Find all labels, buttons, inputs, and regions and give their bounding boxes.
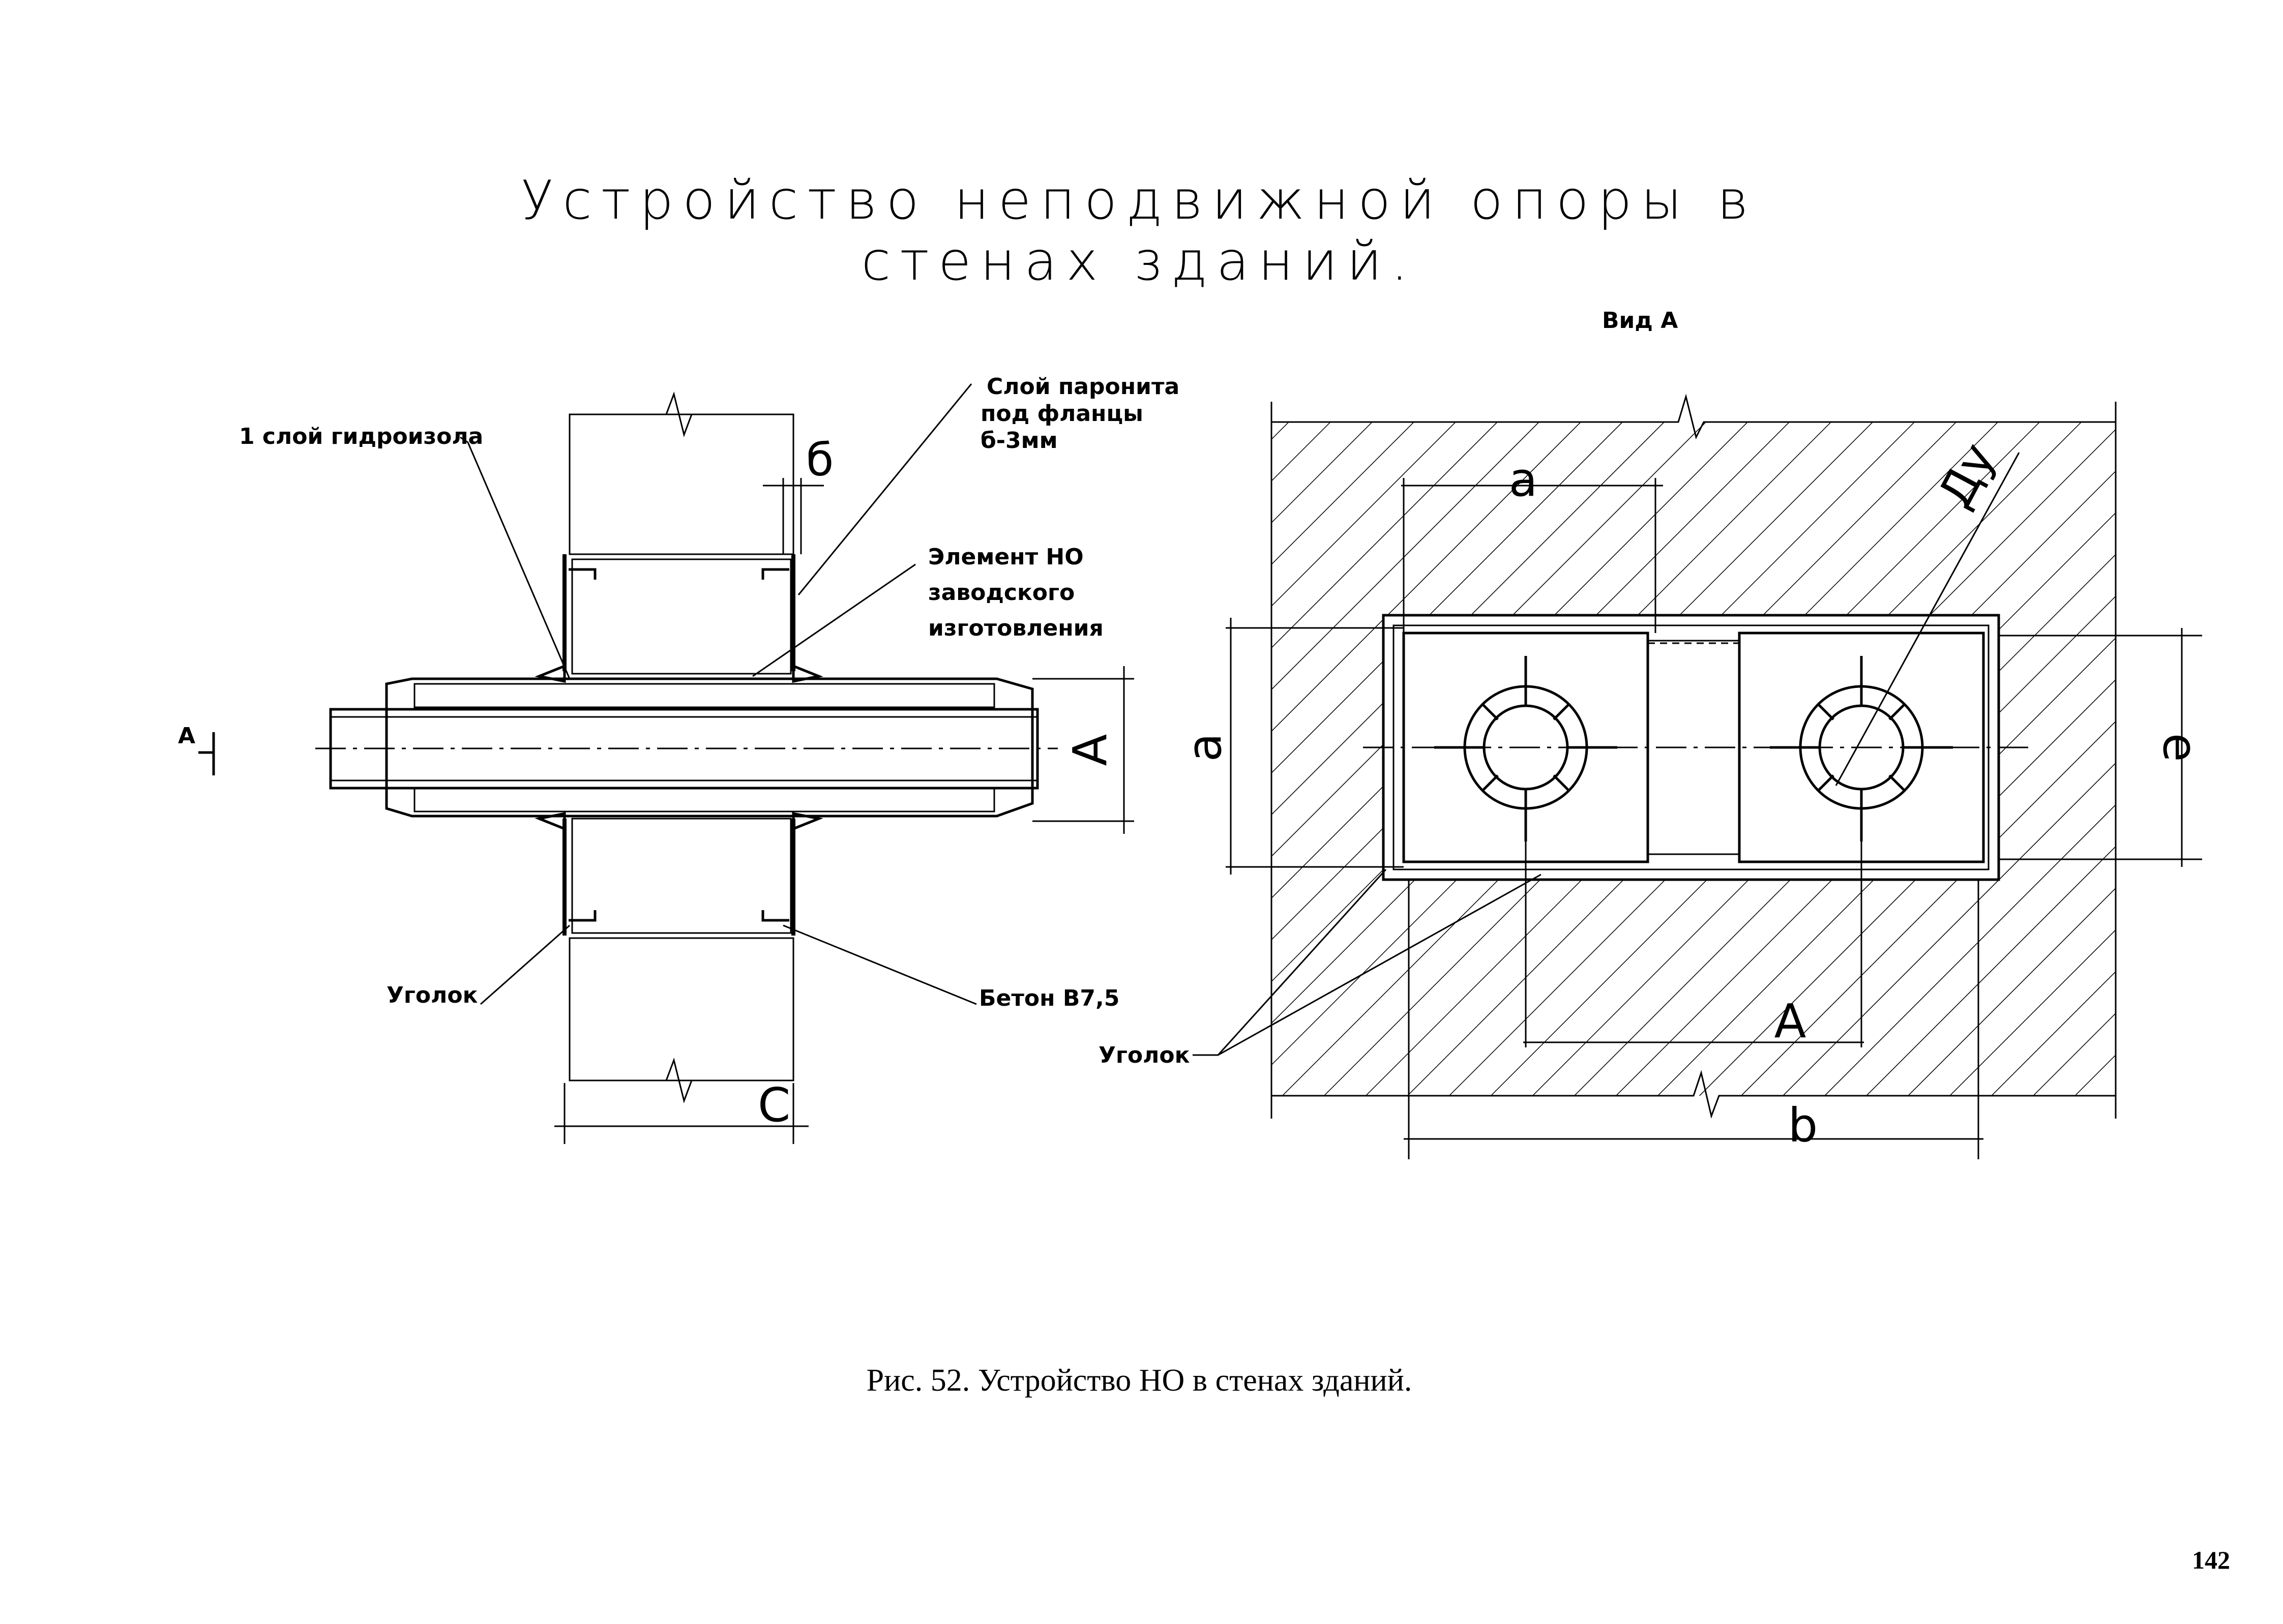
label-concrete: Бетон В7,5 <box>979 985 1119 1011</box>
angle-flange <box>761 910 789 922</box>
dim-line-a-top <box>1401 478 1663 633</box>
wall-break-top <box>570 391 793 438</box>
wall-break-bottom-right <box>1271 1070 2116 1119</box>
leader-concrete <box>783 924 977 1005</box>
section-mark-arrow <box>198 732 215 775</box>
wall-lower <box>569 937 794 1081</box>
label-angle-right: Уголок <box>1099 1042 1190 1068</box>
label-angle-left: Уголок <box>387 982 478 1008</box>
view-a: Вид А <box>1099 308 2207 1159</box>
concrete-lower <box>571 818 792 934</box>
dim-C-label: С <box>758 1078 790 1132</box>
leader-angle <box>480 924 570 1005</box>
dim-line-du <box>1835 452 2020 786</box>
page-title-line2: стенах зданий. <box>861 230 1417 292</box>
pipe-left <box>1434 656 1617 841</box>
wall-upper <box>569 413 794 555</box>
dim-a-left-label: а <box>1177 733 1232 762</box>
dim-line-b <box>763 478 824 554</box>
dim-b-label: б <box>806 434 834 486</box>
dim-line-e <box>1999 628 2202 867</box>
pipe-right <box>1770 656 1953 841</box>
label-element-3: изготовления <box>928 615 1104 641</box>
wall-break-top-right <box>1271 394 2116 440</box>
dim-line-A <box>1032 666 1134 834</box>
dim-e-label: е <box>2153 733 2207 762</box>
leader-hydro <box>460 436 571 679</box>
dim-line-b-right <box>1404 880 1983 1159</box>
dim-line-C <box>554 1083 809 1144</box>
label-element-2: заводского <box>928 580 1075 606</box>
view-a-title: Вид А <box>1602 308 1678 334</box>
insulation-band-bottom <box>413 787 995 813</box>
dim-line-A-right <box>1523 841 1864 1047</box>
figure-caption: Рис. 52. Устройство НО в стенах зданий. <box>867 1363 1412 1398</box>
leader-angle-right-2 <box>1218 874 1541 1056</box>
dim-a-top-label: а <box>1509 453 1537 507</box>
label-paronite-3: б-3мм <box>981 428 1058 454</box>
weld-collar <box>535 811 566 831</box>
dim-A-right-label: А <box>1774 994 1806 1048</box>
angle-flange <box>761 568 789 580</box>
angle-flange <box>569 568 597 580</box>
insulation-band-top <box>413 683 995 708</box>
weld-collar <box>792 664 823 683</box>
dim-b-right-label: b <box>1788 1098 1818 1153</box>
page-number: 142 <box>2192 1546 2230 1574</box>
insulated-pipe-outer <box>385 677 1034 818</box>
leader-element <box>752 563 916 677</box>
leader-paronite <box>797 383 972 595</box>
wall-section-view: А б А С 1 слой гидроизола Слой паронита … <box>178 374 1179 1144</box>
wall-break-bottom <box>570 1057 793 1104</box>
weld-collar <box>792 811 823 831</box>
angle-flange <box>569 910 597 922</box>
section-mark-label: А <box>178 723 195 749</box>
label-paronite-1: Слой паронита <box>987 374 1179 400</box>
dim-A-label: А <box>1063 734 1117 766</box>
weld-collar <box>535 664 566 683</box>
wall-face <box>1271 422 2116 1096</box>
dim-line-a-left <box>1226 618 1404 875</box>
concrete-upper <box>571 558 792 675</box>
label-element-1: Элемент НО <box>928 544 1084 570</box>
label-paronite-2: под фланцы <box>981 401 1143 427</box>
label-hydro: 1 слой гидроизола <box>239 424 483 449</box>
page-title-line1: Устройство неподвижной опоры в <box>521 169 1758 231</box>
